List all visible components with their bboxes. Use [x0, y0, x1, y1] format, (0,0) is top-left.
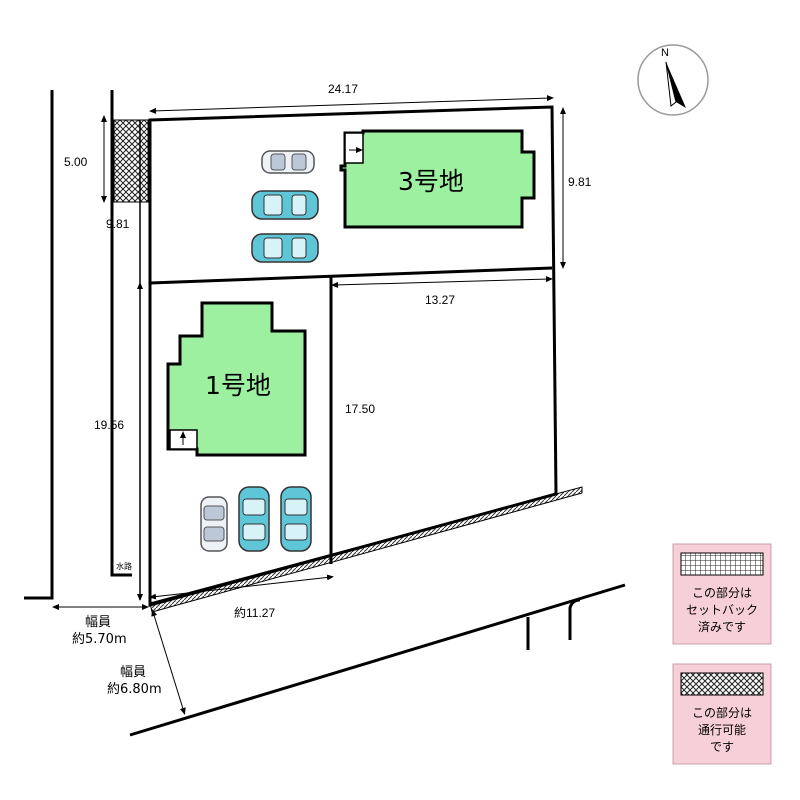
legend-setback-line2: セットバック: [686, 603, 758, 617]
car-icon: [251, 233, 319, 263]
legend-setback-line1: この部分は: [692, 585, 752, 600]
compass-north-label: N: [661, 47, 669, 59]
dim-bottom-width: 約11.27: [234, 605, 275, 620]
road-edges: [24, 90, 626, 737]
lot1-building: 1号地: [166, 301, 307, 457]
legend-setback-line3: 済みです: [698, 619, 746, 634]
car-icon: [261, 150, 315, 174]
lot3-building: 3号地: [339, 129, 536, 229]
car-icon: [238, 486, 270, 552]
north-arrow-icon: [666, 62, 686, 108]
parking-lot1: [200, 486, 312, 552]
dim-inner-height: 17.50: [345, 402, 375, 416]
grid-pattern-swatch: [680, 552, 764, 576]
dim-left-upper: 9.81: [106, 217, 130, 231]
parking-lot3: [251, 150, 319, 263]
road1-line2: 約5.70m: [72, 632, 127, 647]
road1-line1: 幅員: [85, 615, 111, 630]
lot1-label: 1号地: [205, 371, 271, 400]
legend-setback: この部分は セットバック 済みです: [672, 543, 772, 645]
dim-inner-top: 13.27: [425, 293, 455, 307]
legend-passable-line1: この部分は: [692, 705, 752, 720]
legend-passable: この部分は 通行可能 です: [672, 663, 772, 765]
dimension-lines: [52, 95, 566, 715]
dim-right-height: 9.81: [568, 175, 592, 189]
car-icon: [251, 190, 319, 220]
legend-passable-line3: です: [710, 740, 734, 754]
cross-pattern-swatch: [680, 672, 764, 696]
road-width-1: 幅員 約5.70m: [72, 615, 127, 647]
car-icon: [200, 496, 228, 552]
car-icon: [280, 486, 312, 552]
road2-line2: 約6.80m: [107, 682, 162, 697]
road-width-2: 幅員 約6.80m: [107, 665, 162, 697]
road2-line1: 幅員: [120, 665, 146, 680]
compass: N: [637, 44, 709, 116]
dim-left-setback: 5.00: [64, 155, 88, 169]
dim-left-lower: 19.56: [94, 418, 124, 432]
passable-strip: [113, 119, 149, 203]
waterway-label: 水路: [116, 561, 132, 571]
dim-top-width: 24.17: [328, 82, 358, 96]
legend-passable-line2: 通行可能: [698, 723, 746, 737]
lot3-label: 3号地: [398, 167, 464, 196]
